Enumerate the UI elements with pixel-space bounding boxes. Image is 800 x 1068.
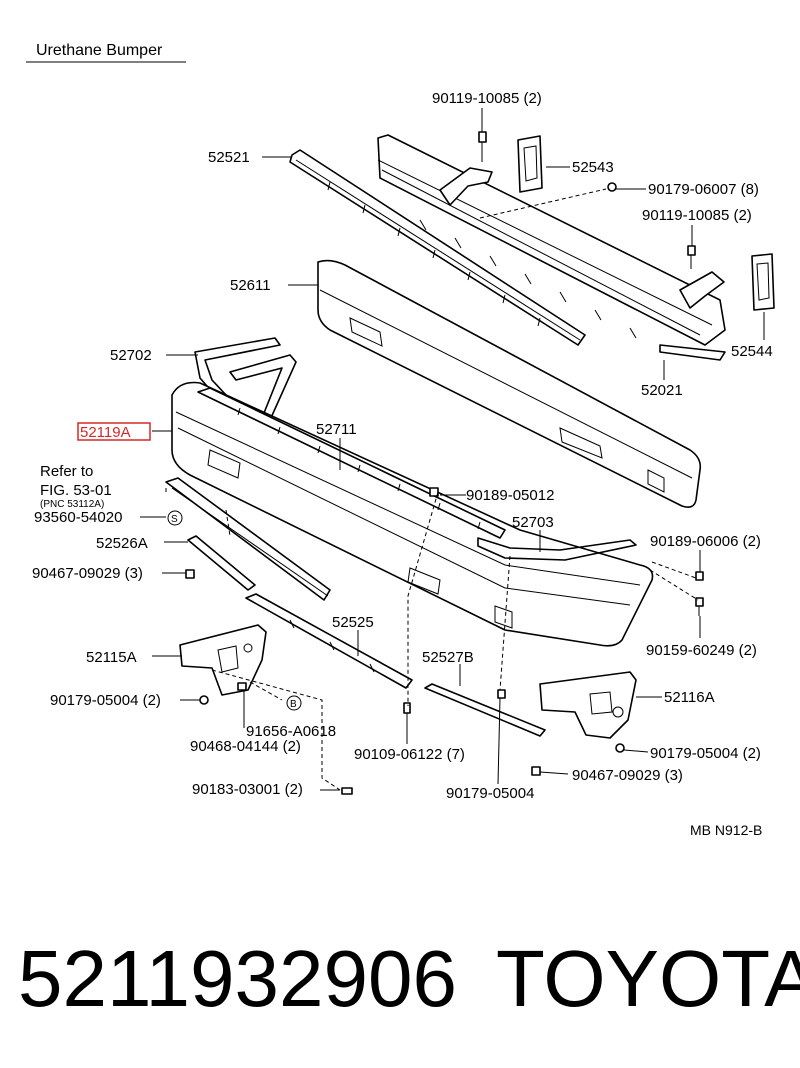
highlight-box-52119A [77,422,151,441]
part-52521-retainer [289,149,586,346]
label-90179-05004-bottom: 90179-05004 [446,785,534,802]
part-52543-pad [517,135,543,193]
label-93560-54020: 93560-54020 [34,509,122,526]
label-52543: 52543 [572,159,614,176]
label-52021: 52021 [641,382,683,399]
footer-brand: TOYOTA [496,934,800,1023]
label-90119-10085-top: 90119-10085 (2) [432,90,542,107]
label-90189-06006: 90189-06006 (2) [650,533,761,550]
label-52544: 52544 [731,343,773,360]
refer-line-3: (PNC 53112A) [40,499,104,510]
label-90179-05004-right: 90179-05004 (2) [650,745,761,762]
label-52611: 52611 [230,277,271,294]
label-90159-60249: 90159-60249 (2) [646,642,757,659]
label-52115A: 52115A [86,649,137,666]
label-90468-04144: 90468-04144 (2) [190,738,301,755]
part-52526A-retainer [187,535,256,591]
label-91656-A0618: 91656-A0618 [246,723,336,740]
part-52544-pad [751,253,775,311]
label-90119-10085-right: 90119-10085 (2) [642,207,752,224]
fastener-bolts [185,131,704,795]
part-52115A-bracket [179,624,267,696]
part-52527B-retainer [424,683,546,737]
part-52525-retainer [245,593,413,689]
label-90179-05004-left: 90179-05004 (2) [50,692,161,709]
label-52711: 52711 [316,421,357,438]
part-52703-retainer [477,537,637,561]
label-52119A: 52119A [80,424,131,441]
part-52116A-bracket [539,671,637,739]
refer-line-1: Refer to [40,463,93,480]
refer-line-2: FIG. 53-01 [40,482,112,499]
label-90189-05012: 90189-05012 [466,487,554,504]
part-52711-retainer [197,387,506,539]
leader-lines [140,108,765,791]
symbol-b: B [290,699,297,710]
label-90179-06007: 90179-06007 (8) [648,181,759,198]
label-52521: 52521 [208,149,250,166]
label-52525: 52525 [332,614,374,631]
label-90467-09029-right: 90467-09029 (3) [572,767,683,784]
diagram-title: Urethane Bumper [36,42,163,59]
label-52526A: 52526A [96,535,148,552]
label-90183-03001: 90183-03001 (2) [192,781,303,798]
label-52703: 52703 [512,514,554,531]
symbol-b-circle [286,695,302,711]
part-52021-reinforcement [377,134,726,361]
part-52119A-bumper-cover [171,381,654,647]
label-52116A: 52116A [664,689,715,706]
label-90467-09029-left: 90467-09029 (3) [32,565,143,582]
symbol-s-circle [167,510,183,526]
part-lower-strip [165,477,331,601]
label-52702: 52702 [110,347,152,364]
footer-part-number: 5211932906 [18,934,457,1023]
label-52527B: 52527B [422,649,474,666]
label-90109-06122: 90109-06122 (7) [354,746,465,763]
figure-code: MB N912-B [690,822,762,838]
symbol-s: S [171,514,178,525]
part-52611-absorber [317,259,702,508]
